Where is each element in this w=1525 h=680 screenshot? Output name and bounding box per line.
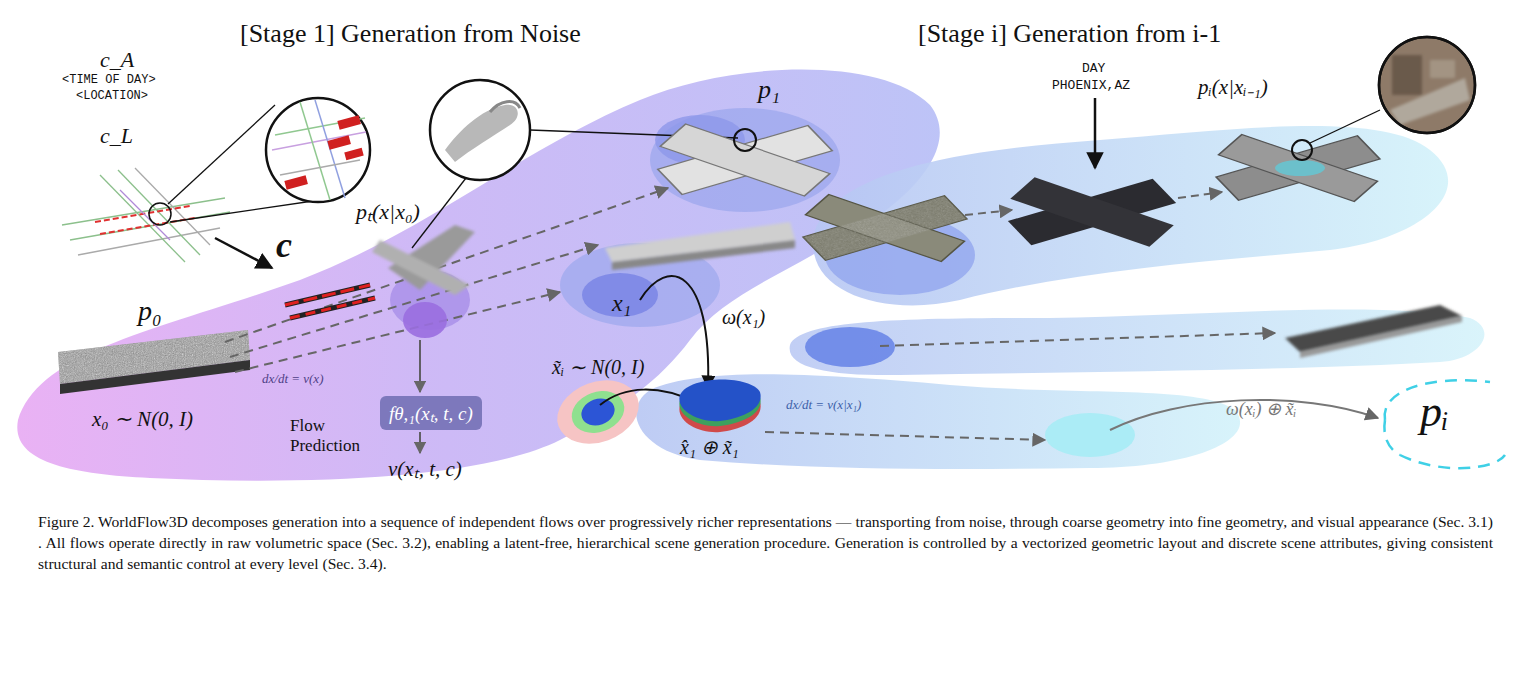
- flow-network-box: fθ,₁(xₜ, t, c): [380, 396, 482, 430]
- attribute-token: <LOCATION>: [76, 90, 148, 103]
- node-text: fθ,₁(xₜ, t, c): [389, 400, 473, 426]
- ode-label: dx/dt = v(x|x₁): [786, 398, 861, 412]
- figure-caption: Figure 2. WorldFlow3D decomposes generat…: [38, 511, 1493, 574]
- math-symbol: c: [276, 226, 292, 266]
- distribution-label: pᵢ(x|xᵢ₋₁): [1198, 76, 1268, 99]
- stage-heading: [Stage 1] Generation from Noise: [240, 20, 581, 49]
- math-label: x₁: [612, 290, 631, 316]
- distribution-label: p₁: [758, 76, 780, 105]
- note-label: Flow Prediction: [290, 416, 372, 457]
- math-label: ω(xᵢ) ⊕ x̃ᵢ: [1226, 400, 1296, 420]
- ode-label: dx/dt = v(x): [262, 372, 323, 386]
- attribute-token: PHOENIX,AZ: [1052, 79, 1130, 93]
- distribution-label: p₀: [138, 296, 162, 327]
- math-symbol: c_A: [100, 48, 134, 72]
- math-label: x₀ ∼ N(0, I): [92, 408, 193, 431]
- attribute-token: DAY: [1082, 62, 1105, 76]
- attribute-token: <TIME OF DAY>: [62, 74, 156, 87]
- math-label: v(xₜ, t, c): [388, 458, 462, 481]
- math-label: ω(x₁): [722, 306, 765, 328]
- math-symbol: c_L: [100, 124, 133, 148]
- distribution-label: pₜ(x|x₀): [356, 200, 420, 224]
- math-label: x̃ᵢ ∼ N(0, I): [552, 356, 644, 378]
- distribution-label: pᵢ: [1420, 388, 1449, 436]
- math-label: x̂₁ ⊕ x̃₁: [680, 436, 739, 458]
- stage-heading: [Stage i] Generation from i-1: [918, 20, 1221, 49]
